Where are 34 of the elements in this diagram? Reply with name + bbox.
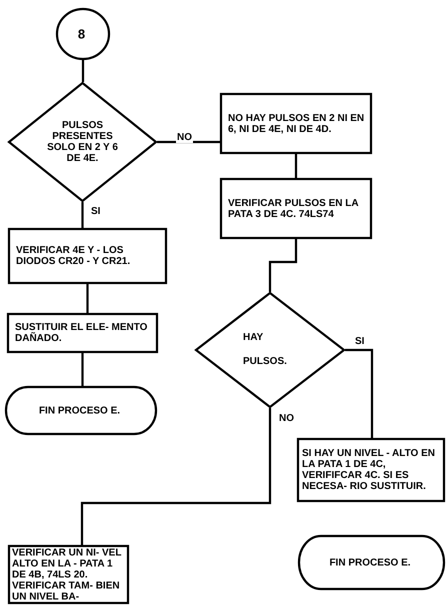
node-text: VERIFICAR 4E Y - LOS DIODOS CR20 - Y CR21. (15, 245, 132, 267)
node-text: SUSTITUIR EL ELE- MENTO DAÑADO. (14, 322, 148, 344)
edge-label: NO (278, 413, 295, 424)
process-box (7, 313, 158, 353)
connector-line (86, 284, 89, 313)
connector-circle (56, 8, 110, 60)
connector-line (345, 348, 374, 438)
node-text: 8 (76, 28, 86, 40)
connector-line (157, 140, 220, 144)
connector-line (81, 202, 84, 228)
terminal-shape (298, 535, 445, 590)
terminal-shape (5, 386, 157, 435)
decision-diamond (195, 292, 345, 408)
edge-label: SI (354, 336, 366, 347)
node-text: HAY PULSOS. (242, 331, 288, 369)
edge-label: SI (90, 206, 102, 217)
connector-line (294, 154, 298, 178)
process-box (220, 178, 372, 239)
node-text: PULSOS PRESENTES SOLO EN 2 Y 6 DE 4E. (46, 120, 119, 164)
decision-diamond (8, 82, 157, 202)
process-box (297, 438, 445, 502)
connector-line (81, 353, 84, 386)
node-text: VERIFICAR UN NI- VEL ALTO EN LA - PATA 1 DE 4B, 74LS 20. VERIFICAR TAM- BIEN UN NIVEL BA- (11, 547, 122, 602)
node-text: NO HAY PULSOS EN 2 NI EN 6, NI DE 4E, NI DE 4D. (227, 112, 366, 134)
node-text: VERIFICAR PULSOS EN LA PATA 3 DE 4C. 74LS74 (227, 198, 360, 220)
connector-line (80, 408, 272, 545)
process-box (8, 228, 167, 284)
node-text: SI HAY UN NIVEL - ALTO EN LA PATA 1 DE 4C, VERIFIFCAR 4C. SI ES NECESA- RIO SUSTITUIR. (301, 448, 436, 492)
connector-line (82, 60, 84, 82)
connector-line (268, 239, 298, 292)
process-box (220, 93, 372, 154)
node-text: FIN PROCESO E. (38, 405, 122, 416)
edge-label: NO (176, 132, 193, 143)
node-text: FIN PROCESO E. (328, 557, 412, 568)
